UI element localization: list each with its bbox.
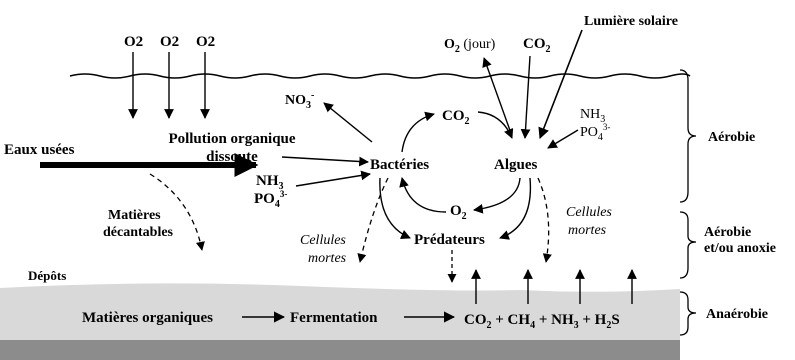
brace-aerobic <box>679 69 697 203</box>
pollution-to-bacteria-arrow <box>281 156 369 167</box>
zone-aerobic-anoxic-label-1: Aérobie <box>704 225 751 240</box>
o2-label-1: O2 <box>124 34 143 50</box>
wastewater-label: Eaux usées <box>4 142 75 158</box>
sediment-layer <box>0 283 680 340</box>
o2-label-3: O2 <box>196 34 215 50</box>
co2-middle-label: CO2 <box>442 108 470 127</box>
water-surface-line <box>69 73 691 79</box>
dissolved-pollution-label-2: dissoute <box>206 149 258 165</box>
algae-to-o2-arrow <box>473 177 521 214</box>
algae-to-o2-day-arrow <box>482 57 513 137</box>
nh3-input-label: NH3 <box>256 173 284 192</box>
predators-label: Prédateurs <box>414 232 485 248</box>
dead-cells-left-label-2: mortes <box>308 251 347 266</box>
dead-cells-right-label-2: mortes <box>568 223 607 238</box>
bacteria-label: Bactéries <box>370 157 429 173</box>
gas-products-label: CO2 + CH4 + NH3 + H2S <box>464 312 620 331</box>
algae-label: Algues <box>494 157 538 173</box>
sunlight-arrow <box>538 29 583 140</box>
zone-aerobic-label: Aérobie <box>708 130 755 145</box>
fermentation-label: Fermentation <box>290 310 378 326</box>
algae-to-predators-arrow <box>499 177 532 240</box>
dead-cells-right-arrow <box>537 177 552 263</box>
bacteria-to-co2-arrow <box>401 111 435 153</box>
bacteria-to-no3-arrow <box>323 102 373 143</box>
deposits-label: Dépôts <box>28 268 66 283</box>
o2-to-bacteria-arrow <box>399 177 447 213</box>
settleable-matter-label-2: décantables <box>103 225 174 240</box>
settleable-dashed-arrow <box>149 173 205 251</box>
brace-anaerobic <box>679 291 697 336</box>
zone-anaerobic-label: Anaérobie <box>706 307 768 322</box>
zone-aerobic-anoxic-label-2: et/ou anoxie <box>704 241 776 256</box>
co2-top-to-algae-arrow <box>520 55 531 139</box>
settleable-matter-label-1: Matières <box>108 208 161 223</box>
nutrients-to-algae-arrow <box>547 129 579 149</box>
deep-sediment-layer <box>0 340 680 360</box>
o2-label-2: O2 <box>160 34 179 50</box>
o2-day-label: O2 (jour) <box>444 37 496 55</box>
po4-input-label: PO43- <box>254 189 287 210</box>
o2-middle-label: O2 <box>450 203 467 222</box>
dead-cells-left-label-1: Cellules <box>300 233 346 248</box>
dead-cells-left-arrow <box>357 177 389 263</box>
sunlight-label: Lumière solaire <box>584 14 678 29</box>
po4-right-label: PO43- <box>580 122 610 143</box>
brace-aerobic-anoxic <box>679 211 697 279</box>
bacteria-to-predators-arrow <box>379 177 411 239</box>
organic-matter-label: Matières organiques <box>82 310 213 326</box>
no3-label: NO3- <box>285 90 314 111</box>
dead-cells-right-label-1: Cellules <box>566 205 612 220</box>
nutrients-to-bacteria-arrow <box>295 170 371 187</box>
co2-top-label: CO2 <box>523 36 551 55</box>
dissolved-pollution-label-1: Pollution organique <box>168 131 295 147</box>
co2-to-algae-arrow <box>477 111 514 139</box>
nh3-right-label: NH3 <box>580 107 605 125</box>
